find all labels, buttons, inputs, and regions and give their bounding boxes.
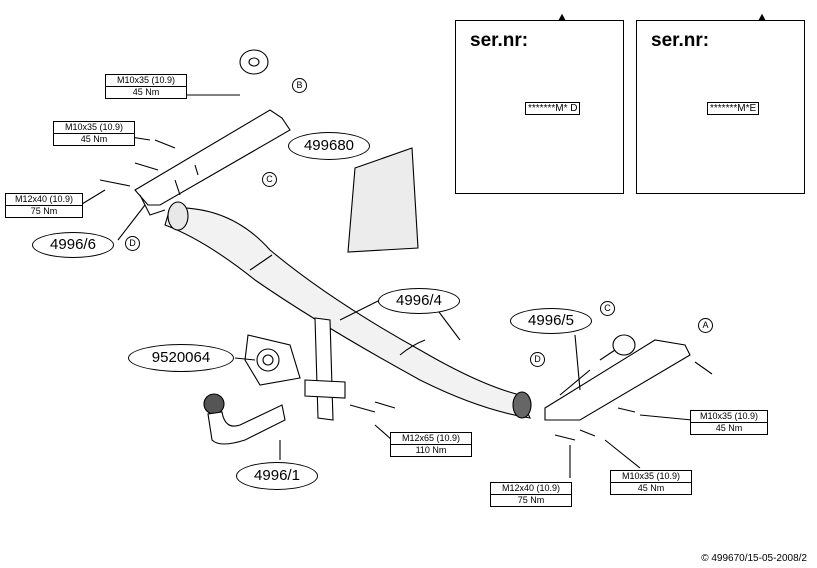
marker-c-right: C [600, 301, 615, 316]
bolt-spec-6: M10x35 (10.9) 45 Nm [610, 470, 692, 495]
left-bracket [134, 109, 291, 206]
marker-d-left: D [125, 236, 140, 251]
bolt-spec-5: M12x40 (10.9) 75 Nm [490, 482, 572, 507]
marker-b: B [292, 78, 307, 93]
centre-plate [314, 317, 334, 421]
serial-plate-right: *******M*E [707, 102, 760, 115]
bolt-kit-bag [347, 147, 419, 253]
warning-title-left: ser.nr: [470, 30, 529, 51]
copyright-footer: © 499670/15-05-2008/2 [701, 553, 807, 564]
label-4996-6: 4996/6 [32, 232, 114, 258]
washer-right [612, 334, 636, 356]
tube-end-left [167, 201, 189, 231]
marker-c-left: C [262, 172, 277, 187]
marker-a: A [698, 318, 713, 333]
serial-plate-left: *******M* D [525, 102, 581, 115]
label-499680: 499680 [288, 132, 370, 160]
tube-end-right [512, 391, 532, 419]
label-9520064: 9520064 [128, 344, 234, 372]
label-4996-4: 4996/4 [378, 288, 460, 314]
bolt-spec-7: M10x35 (10.9) 45 Nm [690, 410, 768, 435]
bolt-spec-3: M12x40 (10.9) 75 Nm [5, 193, 83, 218]
crossbar-tube [164, 207, 531, 419]
label-4996-5: 4996/5 [510, 308, 592, 334]
towball-neck [207, 404, 286, 445]
bolt-spec-2: M10x35 (10.9) 45 Nm [53, 121, 135, 146]
bolt-spec-1: M10x35 (10.9) 45 Nm [105, 74, 187, 99]
label-4996-1: 4996/1 [236, 462, 318, 490]
towball [203, 393, 225, 415]
marker-d-right: D [530, 352, 545, 367]
warning-title-right: ser.nr: [651, 30, 710, 51]
bolt-spec-4: M12x65 (10.9) 110 Nm [390, 432, 472, 457]
right-bracket [544, 339, 691, 421]
